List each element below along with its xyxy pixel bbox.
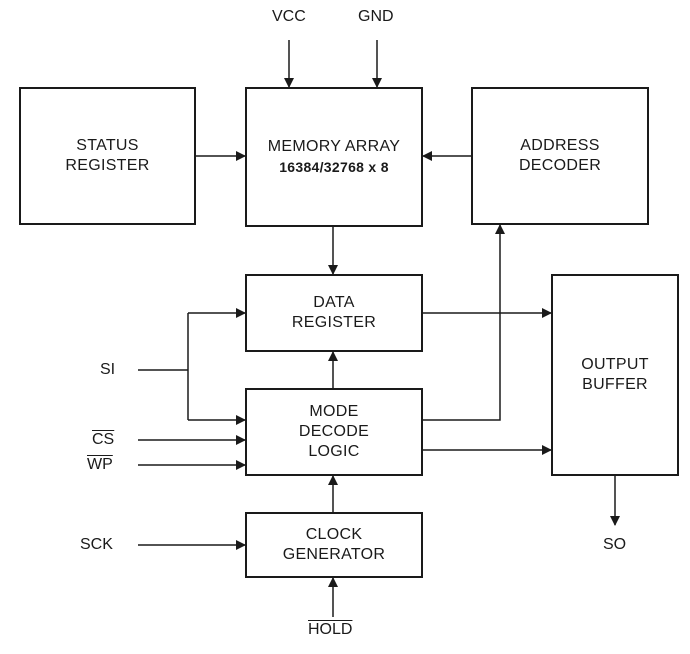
output-buffer-line2: BUFFER	[582, 376, 648, 393]
clock-generator-line2: GENERATOR	[282, 546, 386, 563]
mode-decode-line3: LOGIC	[308, 443, 360, 460]
clock-generator-block: CLOCK GENERATOR	[245, 512, 423, 578]
address-decoder-block: ADDRESS DECODER	[471, 87, 649, 225]
memory-array-line1: MEMORY ARRAY	[267, 138, 401, 155]
output-buffer-line1: OUTPUT	[581, 356, 649, 373]
mode-decode-line1: MODE	[309, 403, 359, 420]
vcc-label: VCC	[272, 8, 306, 25]
data-register-line1: DATA	[313, 294, 355, 311]
address-decoder-line1: ADDRESS	[520, 137, 600, 154]
clock-generator-line1: CLOCK	[305, 526, 363, 543]
address-decoder-line2: DECODER	[518, 157, 602, 174]
mode-decode-logic-block: MODE DECODE LOGIC	[245, 388, 423, 476]
cs-label: CS	[92, 431, 115, 448]
hold-label: HOLD	[308, 621, 353, 638]
memory-array-block: MEMORY ARRAY 16384/32768 x 8	[245, 87, 423, 227]
si-label: SI	[100, 361, 116, 378]
gnd-label: GND	[358, 8, 394, 25]
status-register-block: STATUS REGISTER	[19, 87, 196, 225]
wp-label: WP	[87, 456, 113, 473]
mode-address-bidir-arrow	[414, 224, 505, 425]
output-buffer-block: OUTPUT BUFFER	[551, 274, 679, 476]
data-register-block: DATA REGISTER	[245, 274, 423, 352]
so-label: SO	[603, 536, 627, 553]
memory-array-size: 16384/32768 x 8	[279, 159, 389, 175]
mode-decode-line2: DECODE	[298, 423, 370, 440]
status-register-line1: STATUS	[76, 137, 139, 154]
status-register-line2: REGISTER	[65, 157, 150, 174]
sck-label: SCK	[80, 536, 113, 553]
data-register-line2: REGISTER	[291, 314, 377, 331]
